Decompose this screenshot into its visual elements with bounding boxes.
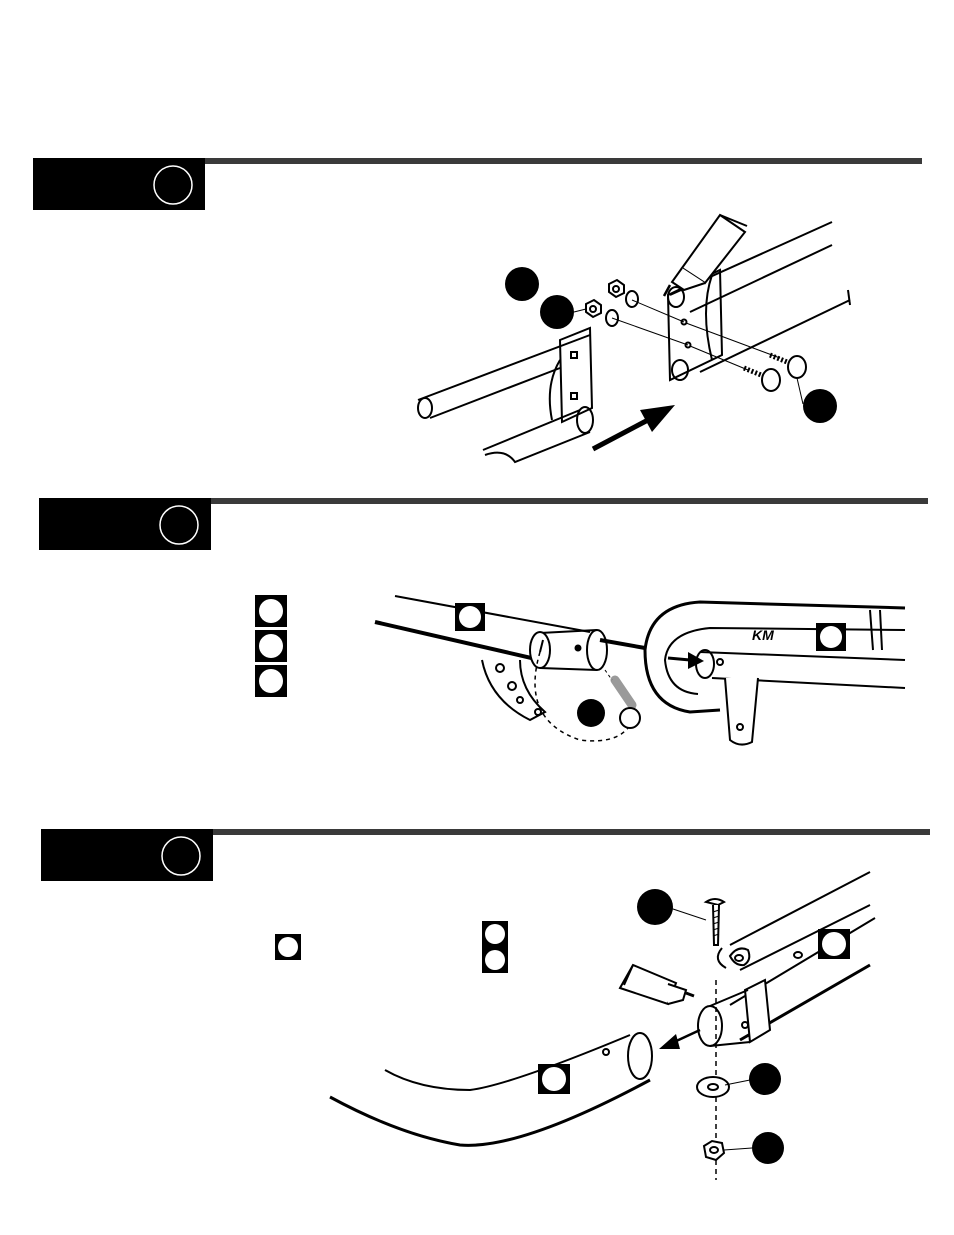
u-frame-outer (645, 602, 905, 712)
handle-tube-hole (603, 1049, 609, 1055)
part-callout-disc-1b (540, 295, 574, 329)
screw-head (706, 899, 724, 905)
tube-hole (576, 646, 581, 651)
step-3-illustration (330, 872, 875, 1180)
adhesive-tube-icon (664, 215, 747, 296)
tube-eye-end (730, 948, 749, 965)
pin-shaft (615, 680, 632, 705)
step-3-rule (213, 829, 930, 835)
frame-leg (725, 678, 758, 745)
nut-3 (704, 1141, 724, 1160)
part-callout-disc-3c (752, 1132, 784, 1164)
part-square-3-disc (259, 669, 283, 693)
part-callout-disc-3a (637, 889, 673, 925)
right-rail-tip (848, 290, 850, 305)
left-lower-rail-bottom (485, 432, 590, 462)
handle-tube-end (628, 1033, 652, 1079)
step-2-part-list (255, 595, 287, 697)
right-bracket-curve (706, 275, 712, 360)
guide-line-2 (612, 318, 688, 345)
nut-2 (586, 300, 601, 317)
frame-tube-end (696, 650, 714, 678)
step-1-number-badge (154, 166, 192, 204)
part-square-9-disc (822, 932, 846, 956)
nut-1 (609, 280, 624, 297)
washer-1 (626, 291, 638, 307)
adhesive-tube-icon-2 (620, 965, 694, 1004)
step-2-illustration (375, 596, 905, 745)
callout-leader-3b (725, 1080, 750, 1085)
lower-tube-end (698, 1006, 722, 1046)
part-square-4-disc (459, 606, 481, 628)
part-square-7-disc (485, 924, 505, 944)
part-square-10-disc (542, 1067, 566, 1091)
part-square-6-disc (278, 937, 298, 957)
left-lower-rail-top (483, 410, 580, 450)
step-1 (33, 158, 922, 462)
step-2-number-badge (160, 506, 198, 544)
washer-3 (697, 1077, 729, 1097)
carriage-bolt-2 (744, 368, 780, 391)
handle-bottom-edge (330, 1080, 650, 1145)
left-rail-end (418, 398, 432, 418)
step-1-rule (205, 158, 922, 164)
step-3 (41, 829, 930, 1180)
part-callout-disc-3b (749, 1063, 781, 1095)
lanyard-dashed (535, 652, 632, 741)
insert-arrow-3 (659, 1030, 700, 1049)
step-2-rule (211, 498, 928, 504)
part-callout-disc-2a (577, 699, 605, 727)
frame-tube-top (700, 652, 905, 660)
step-3-header (41, 829, 930, 881)
lower-tube-collar (745, 980, 770, 1042)
part-square-1-disc (259, 599, 283, 623)
callout-leader-1c (797, 378, 803, 404)
frame-tube-hole (717, 659, 723, 665)
lower-tube-hole (742, 1022, 748, 1028)
left-bracket-hole-1 (571, 352, 577, 358)
step-3-number-badge (162, 837, 200, 875)
part-square-5-disc (820, 626, 842, 648)
callout-leader-1b (574, 309, 586, 312)
callout-leader-3a (670, 908, 706, 920)
step-2: KM (39, 498, 928, 745)
upper-tube-1-tip (718, 948, 726, 968)
part-square-8-disc (485, 950, 505, 970)
part-square-2-disc (259, 634, 283, 658)
right-rail-end-top (668, 287, 684, 307)
guide-line-1 (632, 300, 684, 322)
pin-knob (620, 708, 640, 728)
tube-end (587, 630, 607, 670)
step-2-header (39, 498, 928, 550)
callout-leader-3c (724, 1148, 752, 1150)
insert-direction-arrow (593, 405, 675, 449)
tube-top-edge (395, 596, 590, 632)
right-rail-end-bottom (672, 360, 688, 380)
part-callout-disc-1c (803, 389, 837, 423)
step-1-header (33, 158, 922, 210)
handle-top-edge (385, 1035, 630, 1090)
upper-tube-1-hole (794, 952, 802, 958)
left-bracket-hole-2 (571, 393, 577, 399)
part-callout-disc-1a (505, 267, 539, 301)
brand-mark: KM (752, 627, 774, 643)
left-rail-bottom (430, 368, 560, 418)
